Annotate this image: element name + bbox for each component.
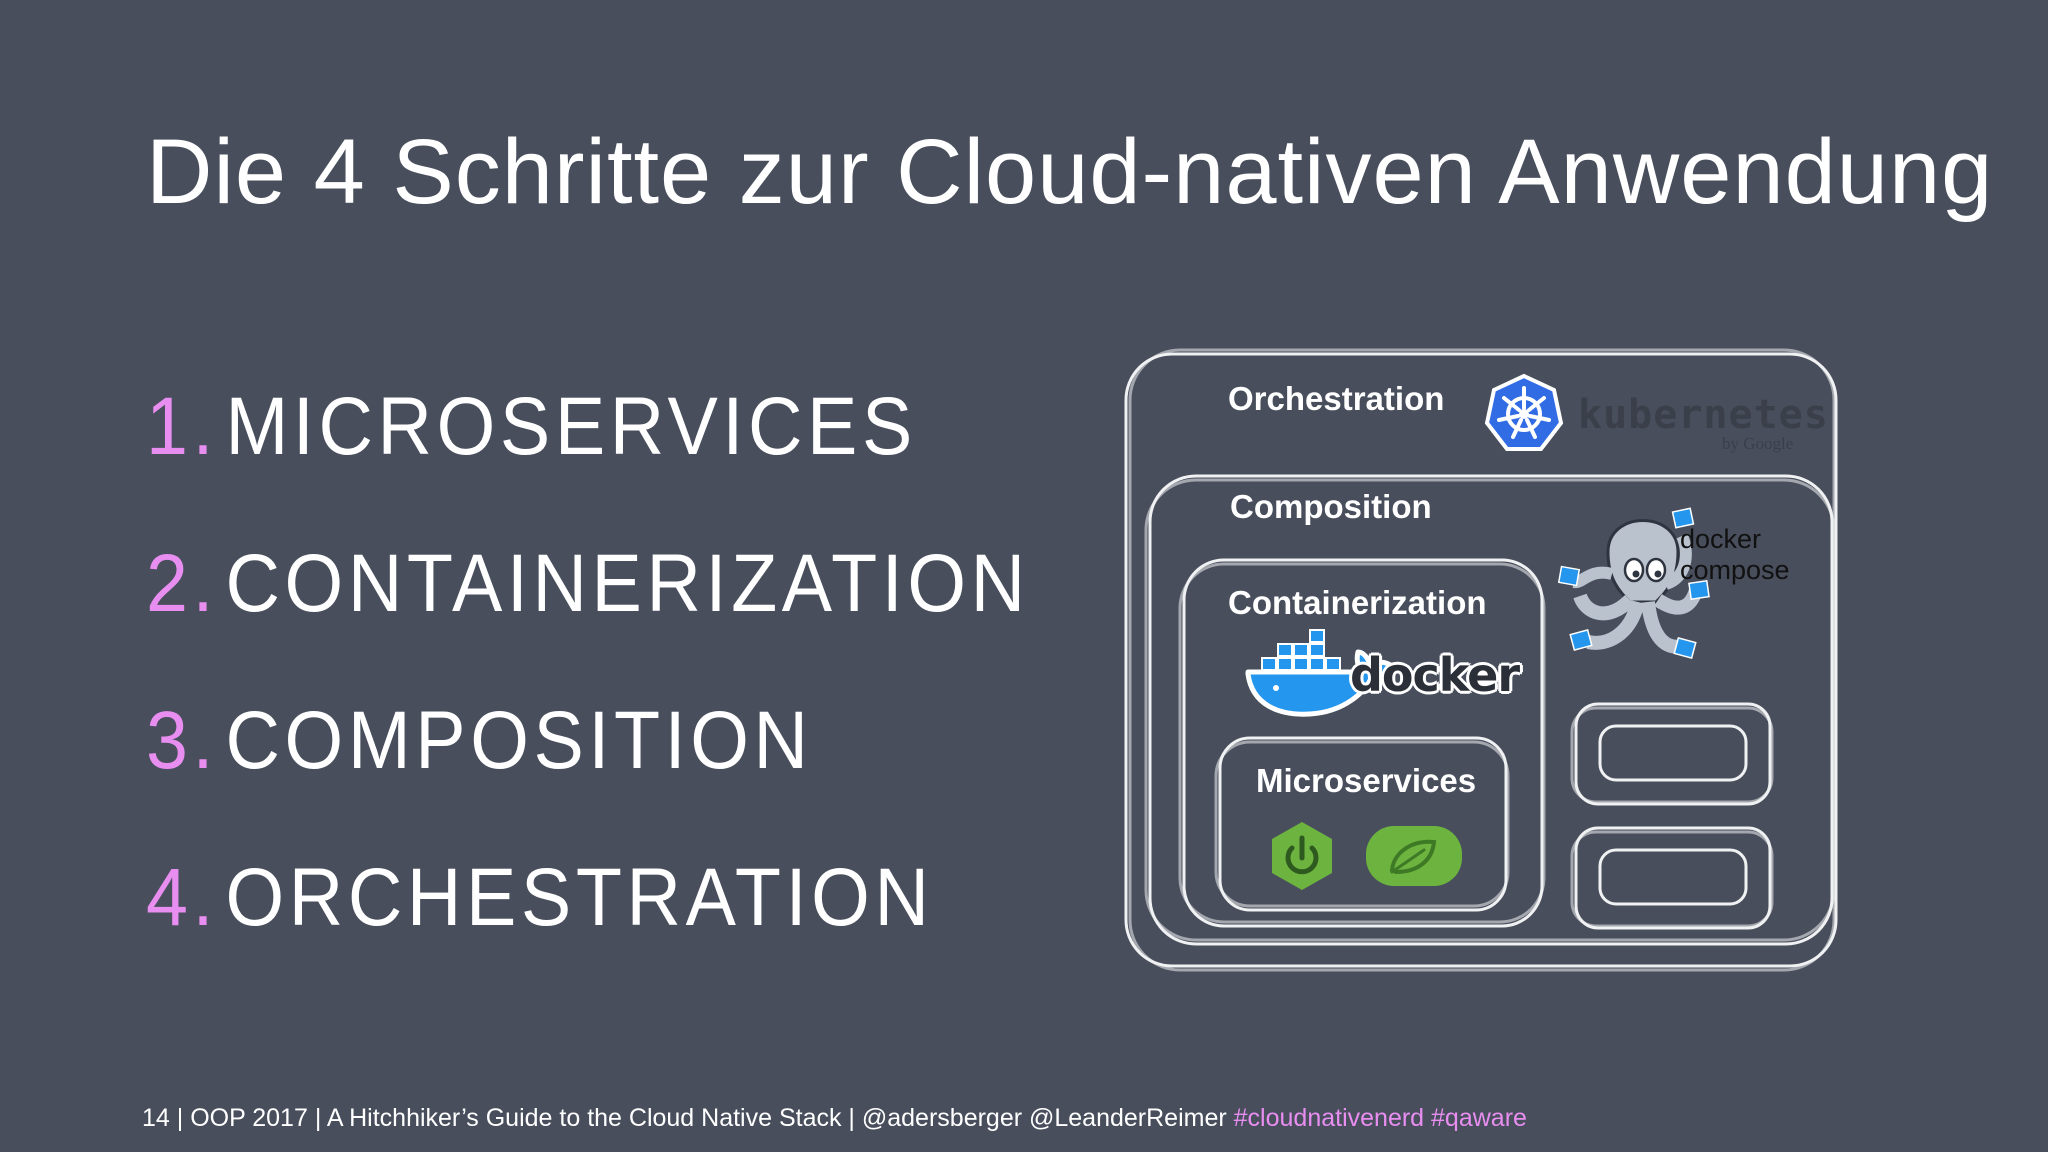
composition-box <box>1148 474 1834 946</box>
step-label: CONTAINERIZATION <box>225 538 1030 629</box>
spring-icon <box>1366 826 1462 886</box>
hashtag-qaware[interactable]: #qaware <box>1431 1104 1527 1132</box>
footer-text: 14 | OOP 2017 | A Hitchhiker’s Guide to … <box>142 1104 1227 1132</box>
step-label: MICROSERVICES <box>225 381 917 472</box>
docker-wordmark: docker <box>1350 648 1520 702</box>
diagram-boxes <box>1124 348 1838 972</box>
service-box <box>1574 826 1772 930</box>
step-number: 2. <box>146 538 219 629</box>
kubernetes-icon <box>1484 373 1564 451</box>
architecture-diagram: Orchestration kubernetes by Google Compo… <box>1120 348 1846 978</box>
docker-compose-line1: docker <box>1680 524 1762 554</box>
docker-compose-wordmark: docker compose <box>1680 524 1790 586</box>
service-box-inner <box>1598 724 1748 782</box>
microservices-label: Microservices <box>1256 762 1477 799</box>
microservices-box <box>1218 736 1508 912</box>
step-item: 4.ORCHESTRATION <box>146 851 934 945</box>
hashtag-cloudnativenerd[interactable]: #cloudnativenerd <box>1233 1104 1425 1132</box>
docker-icon <box>1245 629 1395 717</box>
kubernetes-sub: by Google <box>1722 434 1794 453</box>
docker-compose-line2: compose <box>1680 555 1790 585</box>
step-label: COMPOSITION <box>225 695 813 786</box>
step-item: 3.COMPOSITION <box>146 694 813 788</box>
containerization-box <box>1182 558 1544 928</box>
step-label: ORCHESTRATION <box>225 852 934 943</box>
step-number: 4. <box>146 852 219 943</box>
step-item: 1.MICROSERVICES <box>146 380 917 474</box>
service-box-inner <box>1598 848 1748 906</box>
orchestration-label: Orchestration <box>1228 380 1445 417</box>
docker-compose-octopus-icon <box>1557 507 1710 659</box>
step-item: 2.CONTAINERIZATION <box>146 537 1030 631</box>
kubernetes-wordmark: kubernetes <box>1578 392 1829 438</box>
orchestration-box <box>1124 352 1838 968</box>
service-box <box>1574 702 1772 806</box>
slide-title: Die 4 Schritte zur Cloud-nativen Anwendu… <box>146 121 1994 223</box>
step-number: 3. <box>146 695 219 786</box>
step-number: 1. <box>146 381 219 472</box>
composition-label: Composition <box>1230 488 1432 525</box>
containerization-label: Containerization <box>1228 584 1487 621</box>
footer: 14 | OOP 2017 | A Hitchhiker’s Guide to … <box>142 1104 1527 1133</box>
spring-boot-icon <box>1272 822 1332 890</box>
